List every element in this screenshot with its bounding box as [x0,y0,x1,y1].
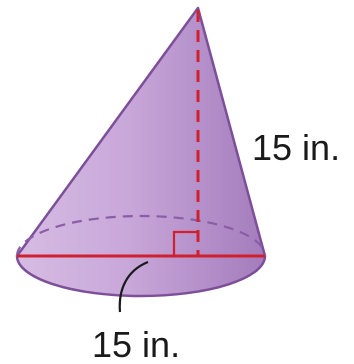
cone-base-back-edge [15,214,267,257]
right-angle-marker [172,230,198,256]
diameter-label: 15 in. [92,324,180,364]
diameter-leader-line [118,260,149,313]
height-label: 15 in. [252,127,340,168]
cone-surface [15,6,267,298]
